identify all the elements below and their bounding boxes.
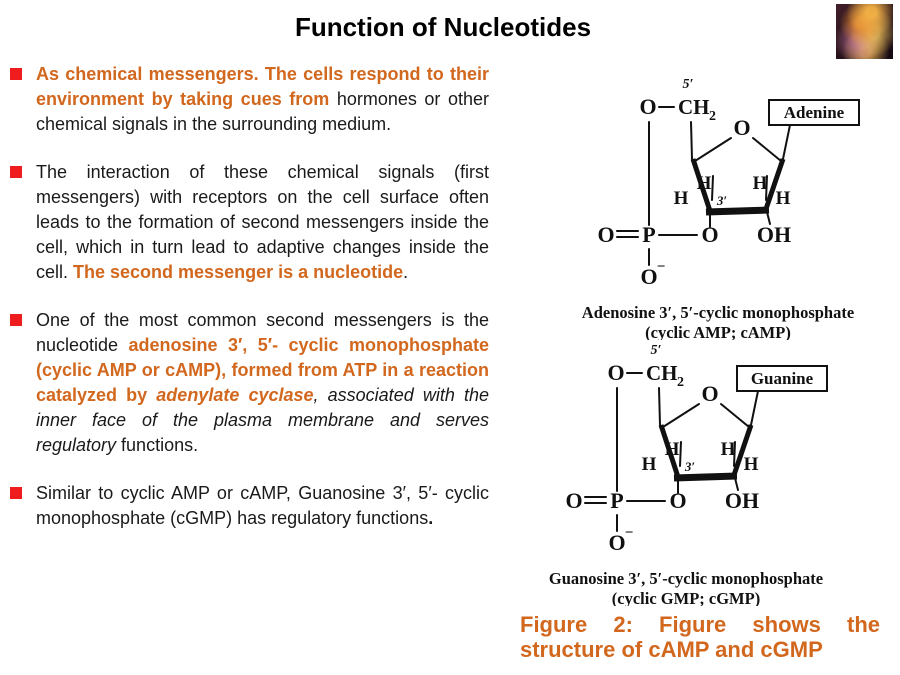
cgmp-structure-diagram: 5′ O CH 2 O H H 3′ H H O P O OH O − Guan…	[528, 338, 848, 606]
atom-o-minus: O	[608, 530, 625, 555]
camp-structure-diagram: 5′ O CH 2 O H H 3′ H H O P O OH O − Aden…	[560, 72, 880, 340]
bullet-text-segment: Similar to cyclic AMP or cAMP, Guanosine…	[36, 483, 489, 528]
atom-h: H	[744, 454, 759, 475]
bullet-text-segment: functions.	[121, 435, 199, 455]
structure-caption-line2: (cyclic AMP; cAMP)	[645, 323, 791, 340]
figure-caption: Figure 2: Figure shows the structure of …	[520, 612, 880, 662]
base-name-box	[768, 99, 860, 126]
ring-wedge-bond	[731, 424, 754, 476]
atom-oh: OH	[725, 488, 759, 513]
cgmp-structure-svg: 5′ O CH 2 O H H 3′ H H O P O OH O − Guan…	[549, 343, 828, 606]
ring-wedge-bond	[658, 424, 681, 478]
bullet-text-segment: , associated with the inner face of the …	[36, 385, 489, 455]
bond-line	[766, 211, 771, 225]
atom-h: H	[721, 439, 736, 460]
atom-o-minus-charge: −	[657, 259, 666, 275]
base-name-label: Adenine	[784, 103, 845, 122]
atom-o: O	[597, 222, 614, 247]
atom-h: H	[642, 454, 657, 475]
atom-o: O	[607, 360, 624, 385]
bullet-text-segment: .	[403, 262, 409, 282]
bond-line	[782, 124, 791, 160]
bullet-text-segment: adenylate cyclase	[156, 385, 314, 405]
bond-line	[658, 387, 661, 426]
bond-line	[711, 175, 714, 201]
atom-h: H	[753, 173, 768, 194]
structure-caption-line1: Guanosine 3′, 5′-cyclic monophosphate	[549, 569, 823, 588]
bond-line	[750, 390, 759, 426]
ring-bond-line	[752, 137, 782, 162]
atom-h: H	[674, 188, 689, 209]
structure-caption-line2: (cyclic GMP; cGMP)	[612, 589, 760, 606]
label-3-prime: 3′	[716, 193, 728, 208]
bullet-text-segment: The second messenger is a nucleotide	[73, 262, 404, 282]
base-name-box	[736, 365, 828, 392]
atom-oh: OH	[757, 222, 791, 247]
bullet-text-segment: The interaction of these chemical signal…	[36, 162, 489, 282]
atom-p: P	[610, 488, 623, 513]
bond-line	[679, 441, 682, 467]
bullet-square-icon	[10, 68, 22, 80]
bond-line	[733, 441, 736, 467]
bond-line	[690, 121, 693, 160]
atom-ch2: CH	[646, 361, 678, 385]
label-5-prime: 5′	[651, 343, 662, 358]
atom-h: H	[665, 439, 680, 460]
atom-ch2: CH	[678, 95, 710, 119]
atom-o-minus: O	[640, 264, 657, 289]
bullet-square-icon	[10, 166, 22, 178]
atom-ch2-subscript: 2	[677, 375, 684, 390]
ring-wedge-bond	[763, 158, 786, 210]
page-title: Function of Nucleotides	[294, 12, 592, 42]
ring-bond-line	[720, 403, 750, 428]
atom-h: H	[697, 173, 712, 194]
label-5-prime: 5′	[683, 77, 694, 92]
ring-bold-bond	[705, 206, 770, 216]
atom-ring-o: O	[733, 115, 750, 140]
bond-line	[765, 175, 768, 201]
atom-o-minus-charge: −	[625, 525, 634, 541]
atom-o: O	[565, 488, 582, 513]
bullet-text-segment: .	[428, 508, 434, 528]
atom-o: O	[639, 94, 656, 119]
bullet-text-segment: One of the most common second messengers…	[36, 310, 489, 355]
base-name-label: Guanine	[751, 369, 814, 388]
ring-bond-line	[694, 137, 732, 162]
bullet-list: As chemical messengers. The cells respon…	[10, 62, 489, 531]
decorative-molecule-photo	[836, 4, 893, 59]
bullet-text-segment: hormones or other chemical signals in th…	[36, 89, 490, 134]
bond-line	[734, 477, 739, 491]
camp-structure-svg: 5′ O CH 2 O H H 3′ H H O P O OH O − Aden…	[582, 77, 860, 340]
ring-wedge-bond	[690, 158, 713, 212]
atom-ch2-subscript: 2	[709, 109, 716, 124]
ring-bold-bond	[673, 472, 738, 482]
structure-caption-line1: Adenosine 3′, 5′-cyclic monophosphate	[582, 303, 854, 322]
ring-bond-line	[662, 403, 700, 428]
bullet-square-icon	[10, 314, 22, 326]
atom-o: O	[701, 222, 718, 247]
atom-ring-o: O	[701, 381, 718, 406]
bullet-item-1: As chemical messengers. The cells respon…	[10, 62, 489, 137]
atom-o: O	[669, 488, 686, 513]
label-3-prime: 3′	[684, 459, 696, 474]
bullet-text-segment: As chemical messengers. The cells respon…	[36, 64, 489, 109]
atom-h: H	[776, 188, 791, 209]
bullet-text-segment: adenosine 3′, 5′- cyclic monophosphate (…	[36, 335, 489, 405]
bullet-item-2: The interaction of these chemical signal…	[10, 160, 489, 285]
bullet-square-icon	[10, 487, 22, 499]
bullet-item-4: Similar to cyclic AMP or cAMP, Guanosine…	[10, 481, 489, 531]
bullet-item-3: One of the most common second messengers…	[10, 308, 489, 458]
atom-p: P	[642, 222, 655, 247]
